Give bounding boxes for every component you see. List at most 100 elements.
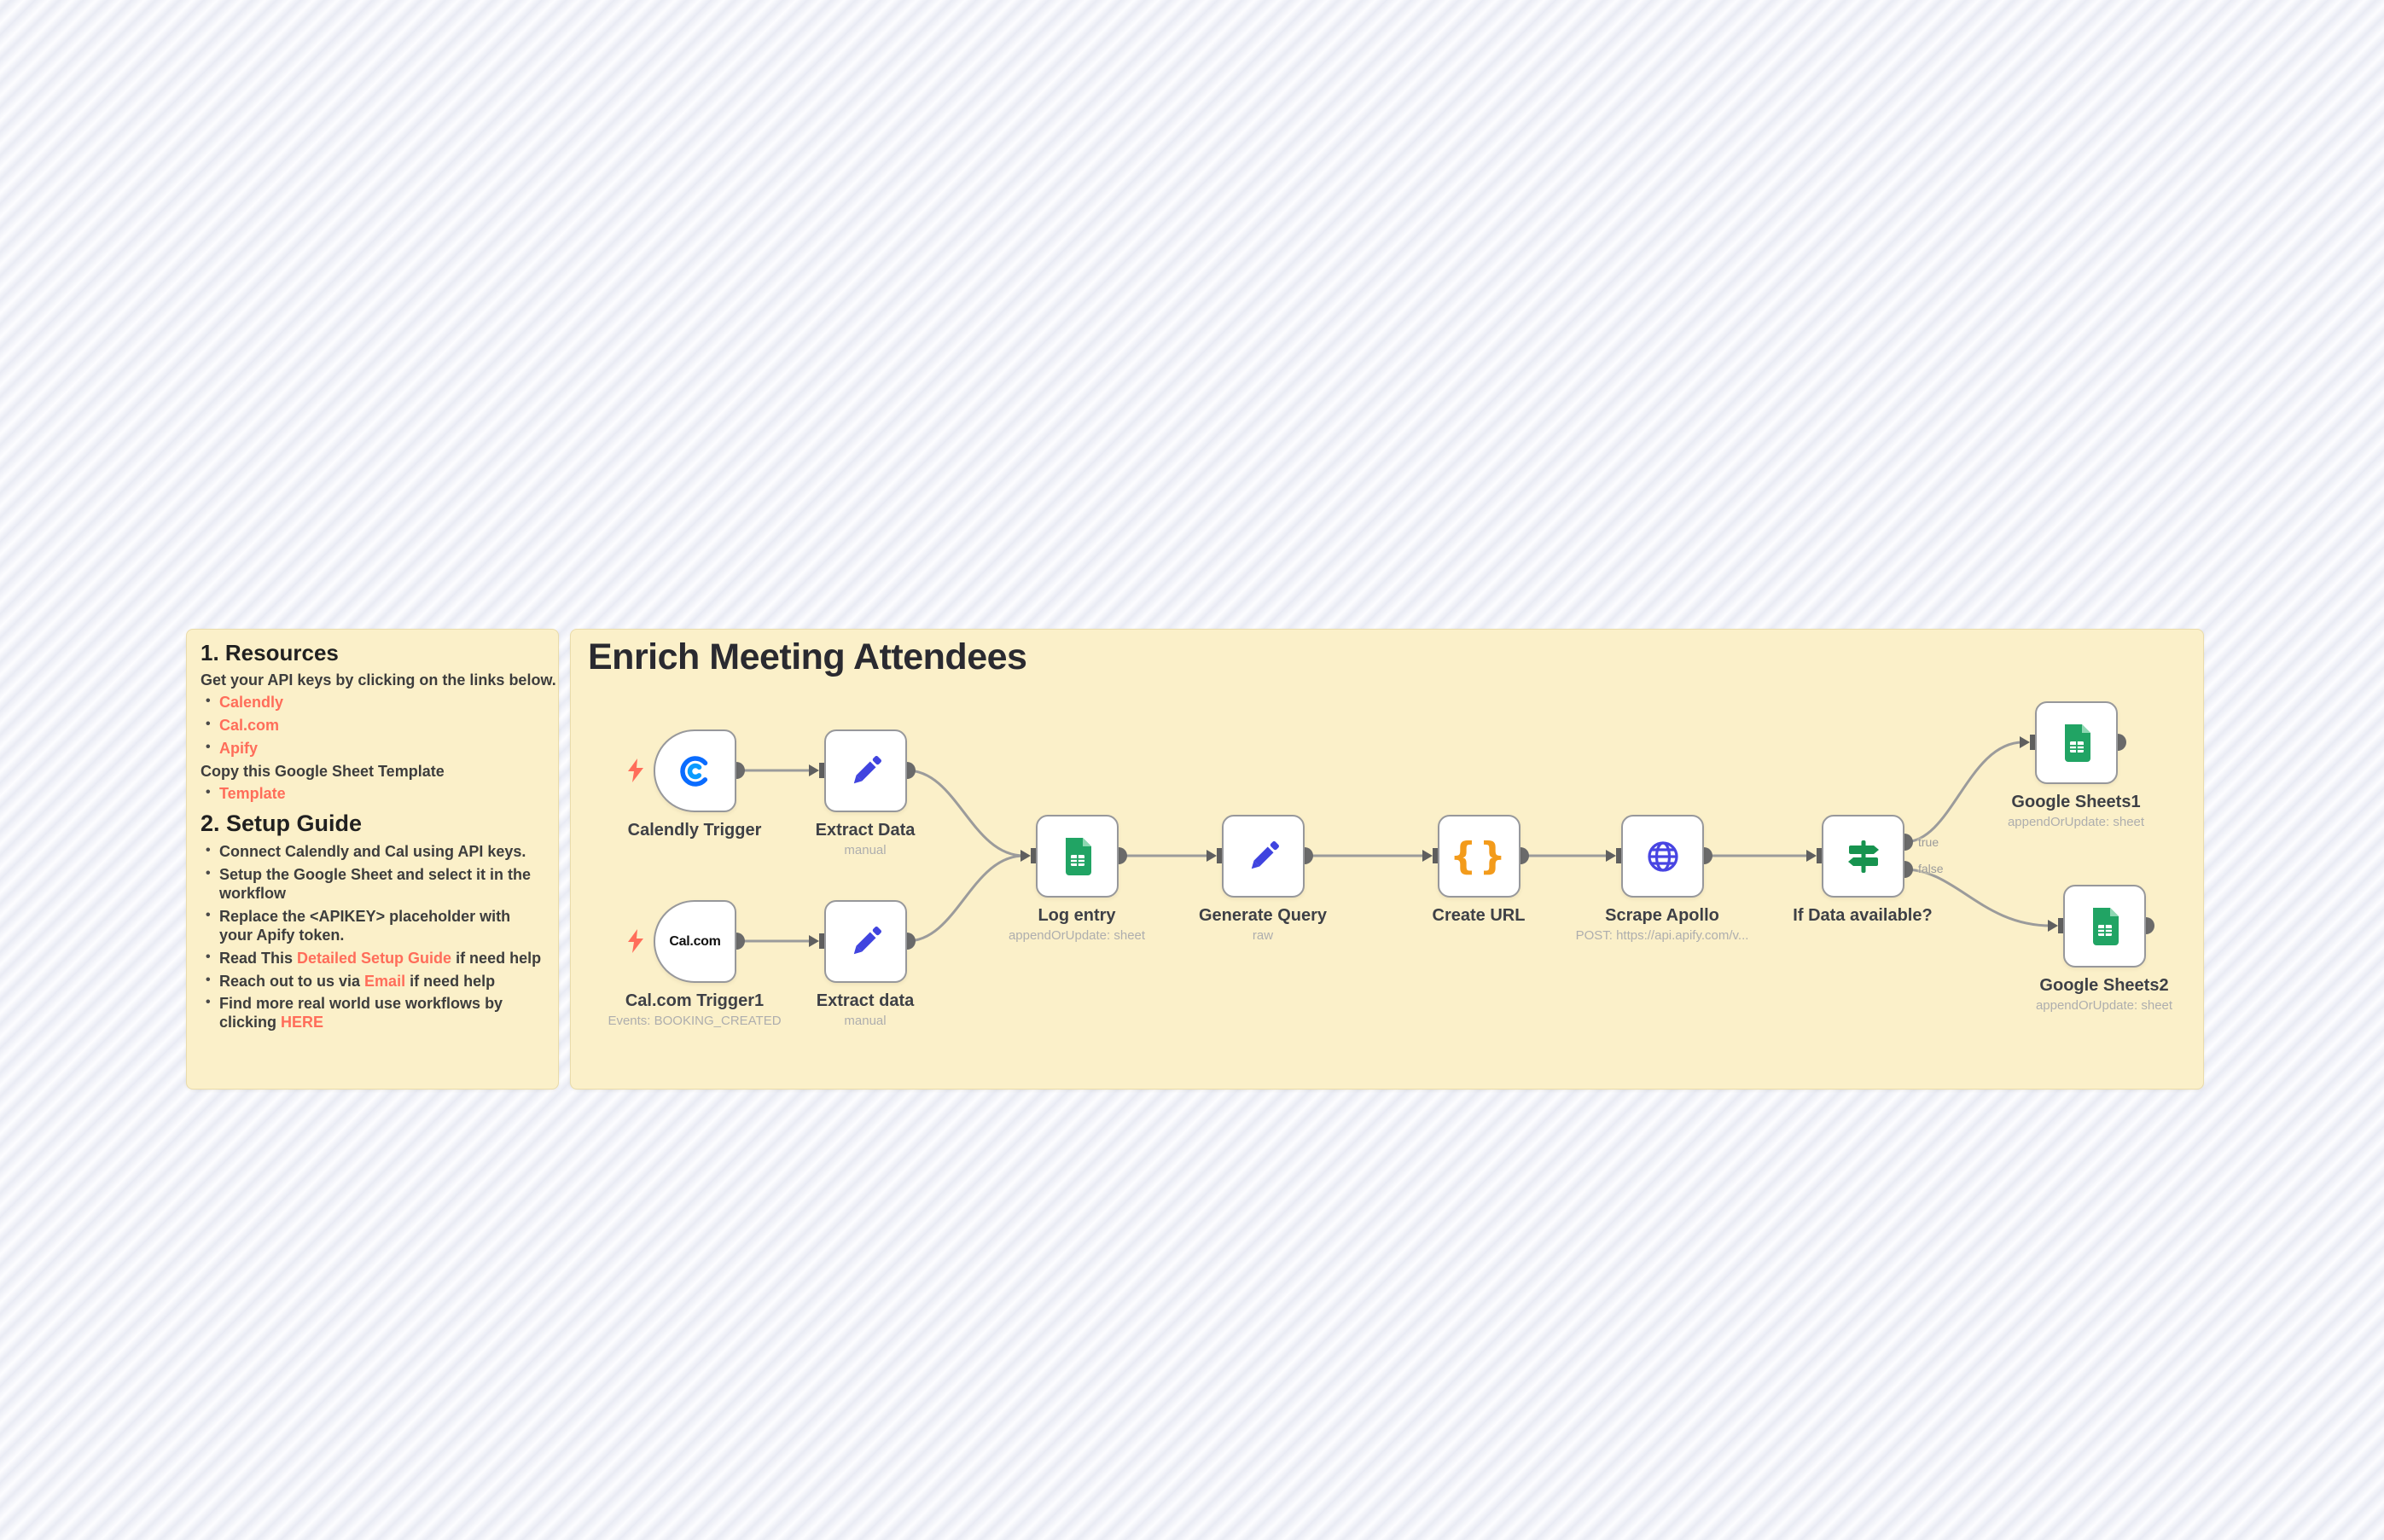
- connection-line[interactable]: [906, 854, 1025, 943]
- bullet-dot: •: [206, 739, 211, 754]
- node-google-sheets-2[interactable]: [2063, 885, 2146, 968]
- note-text: Replace the <APIKEY> placeholder with yo…: [219, 907, 511, 944]
- node-sublabel: manual: [844, 843, 887, 857]
- note-text: Read This: [219, 949, 298, 967]
- note-link[interactable]: Apify: [219, 739, 258, 757]
- template-link-item: • Template: [201, 785, 544, 804]
- setup-guide-item: • Reach out to us via Email if need help: [201, 973, 544, 991]
- input-port[interactable]: [2020, 735, 2035, 750]
- input-port[interactable]: [809, 763, 824, 778]
- node-calcom-trigger[interactable]: Cal.com: [654, 900, 736, 983]
- node-sublabel: appendOrUpdate: sheet: [1008, 928, 1146, 943]
- pencil-icon: [853, 926, 881, 954]
- node-create-url[interactable]: {}: [1438, 815, 1521, 898]
- input-port[interactable]: [1806, 848, 1822, 863]
- setup-guide-item: • Find more real world use workflows by c…: [201, 995, 544, 1032]
- node-label: Extract Data: [815, 821, 916, 840]
- input-port[interactable]: [1606, 848, 1621, 863]
- bullet-dot: •: [206, 995, 211, 1010]
- bullet-dot: •: [206, 716, 211, 731]
- node-sublabel: manual: [844, 1014, 887, 1028]
- node-sublabel: POST: https://api.apify.com/v...: [1575, 928, 1749, 943]
- node-sublabel: appendOrUpdate: sheet: [2007, 815, 2145, 829]
- curly-braces-icon: {}: [1450, 834, 1509, 878]
- setup-sticky-note[interactable]: 1. Resources Get your API keys by clicki…: [186, 629, 559, 1090]
- node-label: Calendly Trigger: [627, 821, 762, 840]
- node-label: Extract data: [816, 991, 915, 1010]
- resource-link-item: • Apify: [201, 740, 544, 758]
- resource-link-item: • Calendly: [201, 694, 544, 712]
- note-link[interactable]: Email: [364, 972, 406, 990]
- node-sublabel: Events: BOOKING_CREATED: [608, 1014, 782, 1028]
- node-label: Create URL: [1432, 906, 1526, 925]
- note-link[interactable]: Calendly: [219, 694, 284, 711]
- node-label: Log entry: [1038, 906, 1116, 925]
- bullet-dot: •: [206, 949, 211, 964]
- resource-links-list: • Calendly • Cal.com • Apify: [201, 694, 544, 758]
- resources-intro: Get your API keys by clicking on the lin…: [201, 671, 556, 689]
- node-generate-query[interactable]: [1222, 815, 1305, 898]
- input-port[interactable]: [1422, 848, 1438, 863]
- branch-label-false: false: [1918, 862, 1944, 875]
- note-text: Find more real world use workflows by cl…: [219, 995, 503, 1032]
- input-port[interactable]: [1207, 848, 1222, 863]
- workflow-title: Enrich Meeting Attendees: [588, 636, 1027, 677]
- setup-guide-item: • Replace the <APIKEY> placeholder with y…: [201, 908, 544, 945]
- node-extract-data-1[interactable]: [824, 729, 907, 812]
- google-sheets-icon: [1065, 837, 1091, 875]
- execute-bolt-icon[interactable]: [625, 758, 647, 783]
- node-log-entry[interactable]: [1036, 815, 1119, 898]
- node-label: Generate Query: [1198, 906, 1328, 925]
- node-label: Cal.com Trigger1: [625, 991, 765, 1010]
- note-text: Reach out to us via: [219, 972, 365, 990]
- input-port[interactable]: [2048, 918, 2063, 933]
- node-label: Google Sheets2: [2039, 976, 2169, 995]
- note-text: Setup the Google Sheet and select it in …: [219, 865, 532, 902]
- node-scrape-apollo[interactable]: [1621, 815, 1704, 898]
- node-calendly-trigger[interactable]: [654, 729, 736, 812]
- copy-template-text: Copy this Google Sheet Template: [201, 762, 445, 780]
- note-link[interactable]: Cal.com: [219, 716, 280, 734]
- resource-link-item: • Cal.com: [201, 717, 544, 735]
- setup-guide-item: • Read This Detailed Setup Guide if need …: [201, 950, 544, 968]
- note-link[interactable]: Template: [219, 784, 286, 802]
- node-google-sheets-1[interactable]: [2035, 701, 2118, 784]
- branch-label-true: true: [1918, 835, 1939, 849]
- resources-heading: 1. Resources: [201, 640, 339, 665]
- note-text: if need help: [405, 972, 496, 990]
- node-label: Scrape Apollo: [1605, 906, 1719, 925]
- bullet-dot: •: [206, 694, 211, 708]
- setup-guide-item: •Connect Calendly and Cal using API keys…: [201, 843, 544, 862]
- workflow-sticky-note[interactable]: Enrich Meeting Attendees: [570, 629, 2204, 1090]
- google-sheets-icon: [2064, 724, 2090, 762]
- input-port[interactable]: [1020, 848, 1036, 863]
- bullet-dot: •: [206, 972, 211, 987]
- node-if-data-available[interactable]: [1822, 815, 1904, 898]
- note-link[interactable]: Detailed Setup Guide: [297, 949, 452, 967]
- connection-line-false[interactable]: [1904, 868, 2052, 927]
- node-label: If Data available?: [1793, 906, 1933, 925]
- node-sublabel: appendOrUpdate: sheet: [2035, 998, 2173, 1013]
- signpost-icon: [1847, 840, 1879, 873]
- setup-guide-item: • Setup the Google Sheet and select it in…: [201, 866, 544, 904]
- note-text: if need help: [451, 949, 542, 967]
- pencil-icon: [853, 755, 881, 783]
- google-sheets-icon: [2092, 907, 2119, 945]
- bullet-dot: •: [206, 784, 211, 799]
- input-port[interactable]: [809, 933, 824, 949]
- setup-guide-list: •Connect Calendly and Cal using API keys…: [201, 843, 544, 1033]
- calendly-icon: [679, 755, 711, 787]
- node-extract-data-2[interactable]: [824, 900, 907, 983]
- connection-line[interactable]: [906, 769, 1025, 857]
- connection-line-true[interactable]: [1904, 741, 2024, 844]
- note-link[interactable]: HERE: [281, 1014, 324, 1032]
- calcom-logo: Cal.com: [669, 933, 721, 949]
- bullet-dot: •: [206, 907, 211, 922]
- execute-bolt-icon[interactable]: [625, 928, 647, 954]
- node-sublabel: raw: [1252, 928, 1274, 943]
- bullet-dot: •: [206, 865, 211, 880]
- pencil-icon: [1251, 840, 1279, 869]
- bullet-dot: •: [206, 842, 211, 857]
